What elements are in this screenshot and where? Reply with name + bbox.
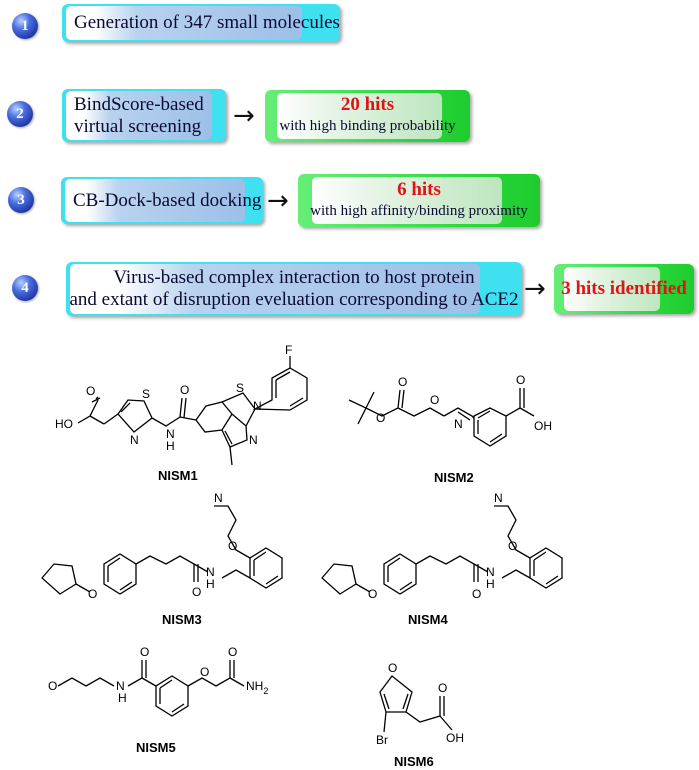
step-2-result-box: 20 hits with high binding probability bbox=[265, 90, 470, 142]
nism4-atom-o2: O bbox=[368, 587, 377, 601]
nism1-atom-n3: N bbox=[249, 433, 258, 447]
nism6-atom-oh: OH bbox=[446, 731, 464, 745]
step-1-box: Generation of 347 small molecules bbox=[62, 4, 340, 42]
nism2-atom-n: N bbox=[454, 417, 463, 431]
nism1-atom-n1: N bbox=[130, 433, 139, 447]
nism5-atom-o1: O bbox=[48, 679, 57, 693]
step-3-badge: 3 bbox=[8, 187, 34, 213]
nism5-atom-nh2: NH2 bbox=[246, 679, 268, 696]
nism1-atom-f: F bbox=[285, 343, 292, 357]
nism1-atom-h: H bbox=[166, 439, 175, 453]
step-4-text-line2: and extant of disruption eveluation corr… bbox=[69, 289, 519, 310]
nism1-atom-o: O bbox=[86, 384, 95, 398]
molecule-nism4: N O O N H O bbox=[321, 491, 563, 601]
nism1-atom-o2: O bbox=[180, 383, 189, 397]
nism1-atom-n2: N bbox=[253, 399, 262, 413]
nism3-atom-o1: O bbox=[228, 539, 237, 553]
nism4-atom-o1: O bbox=[508, 539, 517, 553]
nism2-atom-o4: O bbox=[516, 373, 525, 387]
nism5-atom-o3: O bbox=[200, 665, 209, 679]
step-3-result-description: with high affinity/binding proximity bbox=[310, 203, 528, 219]
nism2-atom-o1: O bbox=[376, 411, 385, 425]
nism6-atom-br: Br bbox=[376, 733, 388, 747]
nism1-atom-s1: S bbox=[142, 387, 150, 401]
step-number: 1 bbox=[21, 17, 29, 34]
nism1-atom-nh: N bbox=[166, 427, 175, 441]
step-4-hits: 3 hits identified bbox=[561, 278, 687, 299]
molecule-nism3: N O O N H O bbox=[41, 491, 283, 601]
nism3-atom-o3: O bbox=[192, 585, 201, 599]
molecule-nism2: O O O N O OH bbox=[348, 373, 552, 447]
step-2-arrow-icon: → bbox=[233, 101, 255, 131]
nism4-atom-o3: O bbox=[472, 587, 481, 601]
nism2-atom-oh: OH bbox=[534, 419, 552, 433]
step-3-arrow-icon: → bbox=[267, 186, 289, 216]
nism5-atom-o4: O bbox=[228, 645, 237, 659]
nism3-atom-o2: O bbox=[88, 587, 97, 601]
nism5-atom-h: H bbox=[118, 691, 127, 705]
step-3-hits: 6 hits bbox=[397, 179, 441, 200]
step-1-badge: 1 bbox=[12, 13, 38, 39]
step-4-box: Virus-based complex interaction to host … bbox=[66, 262, 522, 316]
molecule-nism6: O O OH Br bbox=[376, 661, 464, 747]
nism5-atom-o2: O bbox=[140, 645, 149, 659]
nism6-label: NISM6 bbox=[394, 754, 434, 769]
step-3-text: CB-Dock-based docking bbox=[73, 189, 262, 211]
step-2-text-line1: BindScore-based bbox=[74, 93, 204, 115]
step-4-arrow-icon: → bbox=[524, 274, 546, 304]
nism6-atom-o1: O bbox=[388, 661, 397, 675]
step-3-result-box: 6 hits with high affinity/binding proxim… bbox=[298, 174, 540, 227]
nism1-atom-ho: HO bbox=[55, 417, 73, 431]
step-2-box: BindScore-based virtual screening bbox=[62, 89, 226, 142]
nism6-atom-o2: O bbox=[438, 681, 447, 695]
nism4-label: NISM4 bbox=[408, 612, 449, 627]
molecule-nism5: O O N H O O NH2 bbox=[48, 645, 268, 717]
step-number: 3 bbox=[17, 191, 25, 208]
step-number: 2 bbox=[16, 105, 24, 122]
nism4-atom-nh: N bbox=[486, 565, 495, 579]
nism5-label: NISM5 bbox=[136, 740, 176, 755]
step-2-hits: 20 hits bbox=[340, 94, 395, 115]
nism3-atom-nh: N bbox=[206, 565, 215, 579]
step-number: 4 bbox=[21, 279, 29, 296]
nism2-label: NISM2 bbox=[434, 470, 474, 485]
molecule-nism1: HO O S N N H O S N N F bbox=[55, 343, 308, 466]
nism1-atom-s2: S bbox=[236, 381, 244, 395]
step-4-text-line1: Virus-based complex interaction to host … bbox=[113, 267, 475, 288]
step-2-text-line2: virtual screening bbox=[74, 115, 202, 137]
nism3-atom-n: N bbox=[214, 491, 223, 505]
step-2-badge: 2 bbox=[7, 101, 33, 127]
step-3-box: CB-Dock-based docking bbox=[61, 177, 263, 224]
nism2-atom-o3: O bbox=[430, 393, 439, 407]
step-2-result-description: with high binding probability bbox=[279, 118, 456, 134]
nism3-label: NISM3 bbox=[162, 612, 202, 627]
nism4-atom-h: H bbox=[486, 577, 495, 591]
nism4-atom-n: N bbox=[494, 491, 503, 505]
nism5-atom-nh: N bbox=[116, 679, 125, 693]
step-1-text: Generation of 347 small molecules bbox=[74, 12, 340, 33]
nism1-label: NISM1 bbox=[158, 468, 198, 483]
nism3-atom-h: H bbox=[206, 577, 215, 591]
step-4-result-box: 3 hits identified bbox=[554, 264, 694, 314]
step-4-badge: 4 bbox=[12, 275, 38, 301]
nism2-atom-o2: O bbox=[398, 375, 407, 389]
